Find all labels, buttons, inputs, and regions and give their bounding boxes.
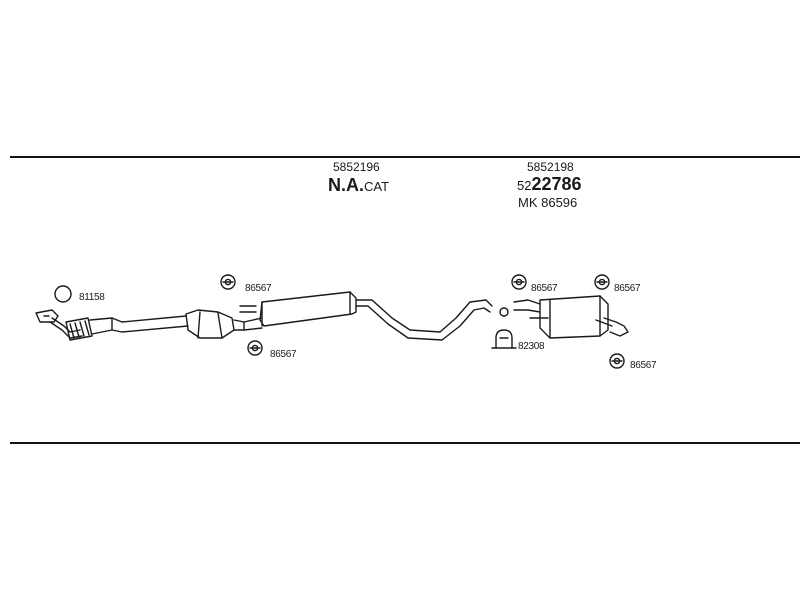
right-mk-label: MK 86596: [518, 195, 578, 210]
rear-silencer: [513, 295, 629, 339]
top-divider: [10, 156, 800, 158]
left-cat-bold: N.A.: [328, 175, 364, 195]
right-main-code: 5222786: [517, 174, 582, 195]
part-label-82308: 82308: [518, 341, 545, 352]
part-label-81158: 81158: [79, 292, 105, 303]
right-part-code: 5852198: [527, 160, 574, 174]
part-label-86567: 86567: [531, 283, 558, 294]
left-part-code: 5852196: [333, 160, 380, 174]
part-label-86567: 86567: [270, 349, 297, 360]
rubber-hanger-icon: [609, 353, 625, 369]
rubber-hanger-icon: [511, 274, 527, 290]
right-main-prefix: 52: [517, 178, 532, 193]
intermediate-pipe: [355, 299, 493, 341]
rubber-hanger-icon: [220, 274, 236, 290]
front-downpipe: [35, 309, 189, 341]
gasket-ring-icon: [54, 285, 72, 303]
left-cat-text: CAT: [364, 179, 390, 194]
rubber-hanger-icon: [247, 340, 263, 356]
u-clamp-icon: [491, 307, 517, 349]
part-label-86567: 86567: [614, 283, 641, 294]
left-cat-label: N.A.CAT: [328, 175, 389, 196]
catalytic-converter: [185, 309, 245, 339]
rubber-hanger-icon: [594, 274, 610, 290]
bottom-divider: [10, 442, 800, 444]
right-main-bold: 22786: [531, 174, 582, 194]
part-label-86567: 86567: [245, 283, 272, 294]
centre-silencer: [239, 291, 357, 331]
part-label-86567: 86567: [630, 360, 657, 371]
